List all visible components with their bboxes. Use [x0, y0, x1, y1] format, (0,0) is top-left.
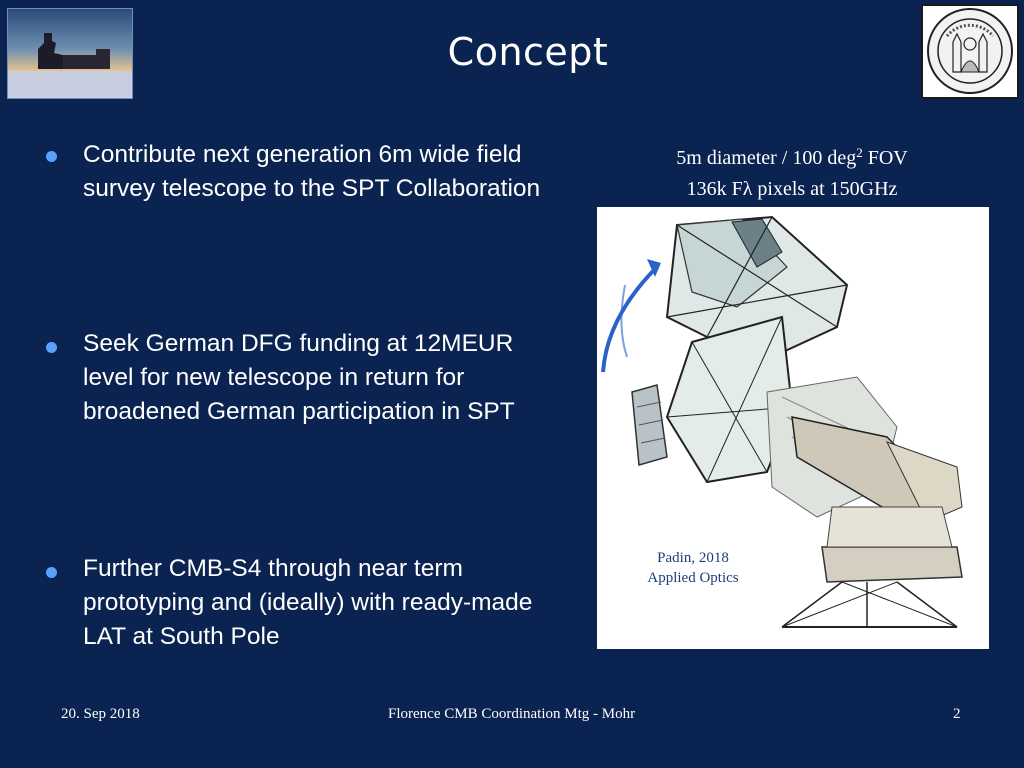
figure-credit: Padin, 2018 Applied Optics: [623, 548, 763, 588]
bullet-text: Seek German DFG funding at 12MEUR level …: [83, 330, 515, 425]
telescope-diagram-icon: [601, 215, 963, 628]
credit-author: Padin, 2018: [657, 550, 729, 566]
caption-line-2: 136k Fλ pixels at 150GHz: [686, 178, 898, 200]
figure-caption: 5m diameter / 100 deg2 FOV 136k Fλ pixel…: [600, 143, 984, 205]
telescope-photo-thumbnail: [7, 8, 133, 99]
caption-superscript: 2: [856, 145, 863, 160]
south-pole-telescope-image: [8, 9, 132, 98]
bullet-icon: [46, 342, 57, 353]
bullet-text: Further CMB-S4 through near term prototy…: [83, 555, 533, 650]
seal-icon: [927, 8, 1013, 94]
bullet-text: Contribute next generation 6m wide field…: [83, 141, 541, 202]
telescope-figure: Padin, 2018 Applied Optics: [597, 207, 989, 649]
caption-line-1-suffix: FOV: [862, 147, 908, 169]
page-number: 2: [953, 706, 961, 722]
caption-line-1-prefix: 5m diameter / 100 deg: [676, 147, 857, 169]
caption-line-1: 5m diameter / 100 deg2 FOV: [600, 143, 984, 174]
credit-journal: Applied Optics: [647, 570, 739, 586]
footer-title: Florence CMB Coordination Mtg - Mohr: [388, 706, 636, 722]
page-title: Concept: [447, 30, 609, 74]
footer-date: 20. Sep 2018: [61, 706, 140, 722]
bullet-icon: [46, 151, 57, 162]
university-seal-logo: [921, 4, 1019, 99]
bullet-icon: [46, 567, 57, 578]
